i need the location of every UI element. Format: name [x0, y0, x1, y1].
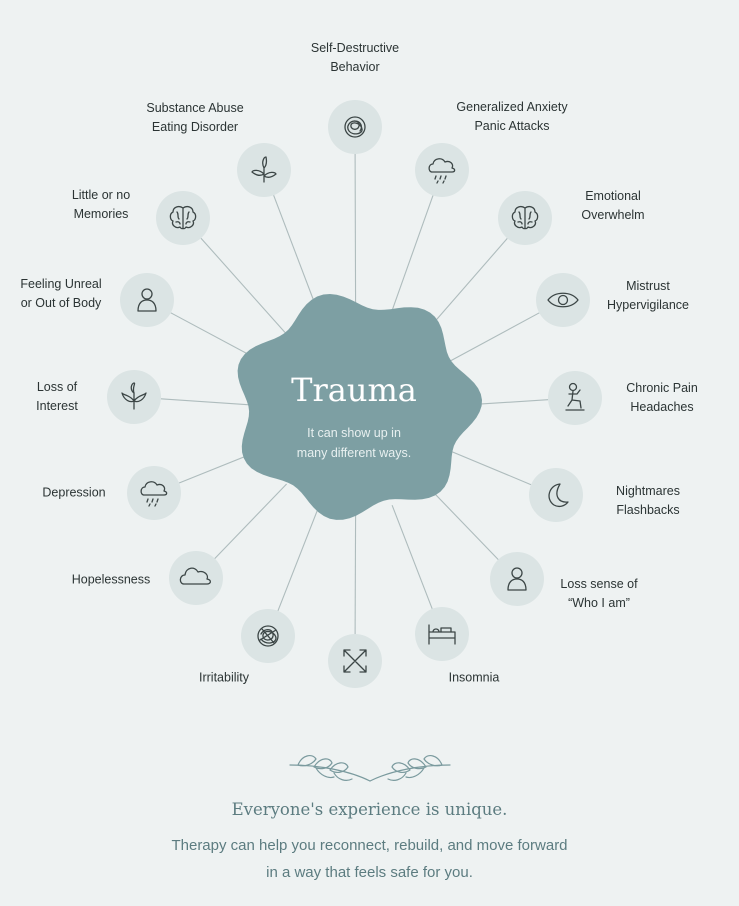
node-label: Loss sense of “Who I am”: [560, 575, 637, 613]
node-circle: [548, 371, 602, 425]
node-circle: [328, 100, 382, 154]
sprout-icon: [251, 156, 277, 183]
node-circles: [107, 100, 602, 688]
spoke-line: [443, 312, 540, 365]
spoke-line: [277, 504, 320, 612]
node-label-line: or Out of Body: [20, 296, 102, 310]
spoke-line: [391, 505, 433, 609]
node-label-line: Panic Attacks: [474, 119, 550, 133]
node-label-line: Little or no: [71, 188, 131, 202]
brain-scribble-icon: [344, 116, 366, 138]
moon-icon: [548, 483, 569, 508]
node-label: Insomnia: [449, 669, 500, 688]
footer-tagline: Everyone's experience is unique.: [231, 800, 508, 819]
node-label: Hopelessness: [72, 571, 151, 590]
footer: [0, 735, 739, 792]
node-circle: [415, 143, 469, 197]
spoke-line: [160, 398, 257, 406]
node-label-line: Behavior: [330, 60, 380, 74]
spoke-line: [425, 483, 499, 560]
node-circle: [127, 466, 181, 520]
center-title: Trauma: [291, 371, 417, 409]
center-subtitle-line: It can show up in: [307, 426, 401, 440]
node-label-line: “Who I am”: [568, 596, 630, 610]
node-label: Little or no Memories: [72, 186, 130, 224]
node-label-line: Depression: [42, 485, 106, 500]
plant-icon: [121, 382, 147, 410]
node-label-line: Irritability: [198, 670, 250, 685]
cloud-icon: [179, 567, 212, 585]
node-label-line: Interest: [36, 399, 78, 413]
center-subtitle-line: many different ways.: [296, 446, 412, 460]
node-label: Depression: [42, 484, 105, 503]
node-label-line: Mistrust: [626, 279, 670, 293]
spoke-line: [388, 195, 434, 318]
node-label-line: Nightmares: [616, 484, 680, 498]
node-label-line: Substance Abuse: [146, 101, 244, 115]
node-label-line: Generalized Anxiety: [456, 100, 568, 114]
spoke-line: [354, 511, 357, 635]
node-circle: [529, 468, 583, 522]
spoke-line: [354, 153, 357, 313]
center-subtitle: It can show up in many different ways.: [297, 423, 411, 463]
rain-cloud-icon: [140, 481, 168, 507]
spoke-line: [448, 449, 532, 486]
spoke-line: [273, 195, 322, 319]
brain-icon: [169, 205, 197, 230]
node-label-line: Overwhelm: [581, 208, 645, 222]
trauma-diagram: [107, 100, 602, 688]
node-label-line: Memories: [73, 207, 129, 221]
footer-message-line: Therapy can help you reconnect, rebuild,…: [171, 837, 568, 854]
node-circle: [415, 607, 469, 661]
laurel-branch-icon: [288, 755, 451, 782]
node-label: Feeling Unreal or Out of Body: [20, 275, 101, 313]
footer-message-line: in a way that feels safe for you.: [266, 864, 473, 881]
node-label-line: Hopelessness: [71, 572, 151, 587]
spoke-line: [214, 483, 287, 559]
node-circle: [536, 273, 590, 327]
brain-icon: [511, 205, 539, 230]
node-label-line: Loss sense of: [560, 577, 638, 591]
person-icon: [507, 567, 527, 591]
node-label-line: Eating Disorder: [151, 120, 239, 134]
node-label-line: Hypervigilance: [607, 298, 689, 312]
node-label-line: Insomnia: [448, 670, 500, 685]
node-label: Irritability: [199, 669, 249, 688]
node-label-line: Self-Destructive: [310, 41, 400, 55]
person-icon: [137, 288, 157, 312]
node-label-line: Emotional: [585, 189, 641, 203]
arrows-icon: [343, 649, 367, 673]
spoke-line: [200, 237, 290, 338]
eye-icon: [547, 292, 579, 308]
node-label-line: Flashbacks: [616, 503, 680, 517]
node-label-line: Chronic Pain: [626, 381, 698, 395]
node-label-line: Feeling Unreal: [20, 277, 102, 291]
node-label: Loss of Interest: [36, 378, 78, 416]
footer-message: Therapy can help you reconnect, rebuild,…: [0, 832, 739, 886]
rain-cloud-icon: [428, 158, 456, 184]
node-label-line: Loss of: [36, 380, 78, 394]
trauma-center-blob: [237, 294, 482, 520]
node-circle: [169, 551, 223, 605]
tangled-scribble-icon: [257, 625, 279, 647]
sitting-person-icon: [565, 382, 585, 411]
bed-icon: [428, 624, 456, 645]
node-label-line: Headaches: [630, 400, 694, 414]
